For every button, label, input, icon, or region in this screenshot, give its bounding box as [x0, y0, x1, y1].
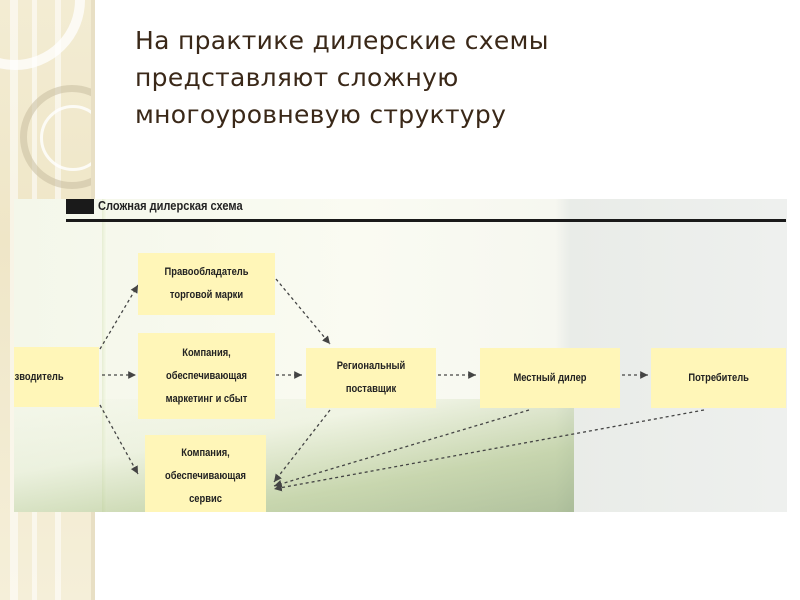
node-marketing-company-label: Компания, обеспечивающая маркетинг и сбы… [165, 346, 248, 405]
node-regional-supplier: Региональный поставщик [306, 348, 436, 408]
slide-title: На практике дилерские схемы представляют… [135, 22, 755, 133]
node-producer-label: изводитель [14, 370, 64, 383]
node-producer: изводитель [14, 347, 99, 407]
diagram-number-box [66, 199, 94, 214]
decorative-ring [20, 85, 95, 189]
background-pole [102, 199, 107, 512]
decorative-ring [40, 105, 95, 171]
diagram-header-rule [66, 219, 786, 222]
node-local-dealer-label: Местный дилер [513, 371, 587, 384]
node-regional-supplier-label: Региональный поставщик [336, 360, 406, 395]
diagram-arrows [99, 278, 705, 492]
diagram-title: Сложная дилерская схема [98, 199, 243, 213]
dealer-scheme-diagram: Сложная дилерская схема изводитель Право… [14, 199, 787, 512]
node-consumer-label: Потребитель [688, 371, 749, 384]
node-service-company: Компания, обеспечивающая сервис [145, 435, 266, 512]
slide-title-line: представляют сложную [135, 63, 459, 92]
diagram-header: Сложная дилерская схема [66, 199, 268, 214]
node-service-company-label: Компания, обеспечивающая сервис [164, 446, 247, 505]
arrow-local-to-service [273, 409, 530, 488]
slide-title-line: На практике дилерские схемы [135, 26, 549, 55]
node-trademark-owner: Правообладатель торговой марки [138, 253, 275, 315]
node-trademark-owner-label: Правообладатель торговой марки [164, 266, 249, 301]
node-local-dealer: Местный дилер [480, 348, 620, 408]
node-consumer: Потребитель [651, 348, 786, 408]
arrow-owner-to-regional [275, 278, 331, 345]
decorative-ring [0, 0, 85, 70]
node-marketing-company: Компания, обеспечивающая маркетинг и сбы… [138, 333, 275, 419]
arrow-producer-to-owner [99, 284, 139, 350]
arrow-producer-to-service [99, 404, 139, 475]
arrow-consumer-to-service [273, 409, 705, 492]
slide-title-line: многоуровневую структуру [135, 100, 507, 129]
